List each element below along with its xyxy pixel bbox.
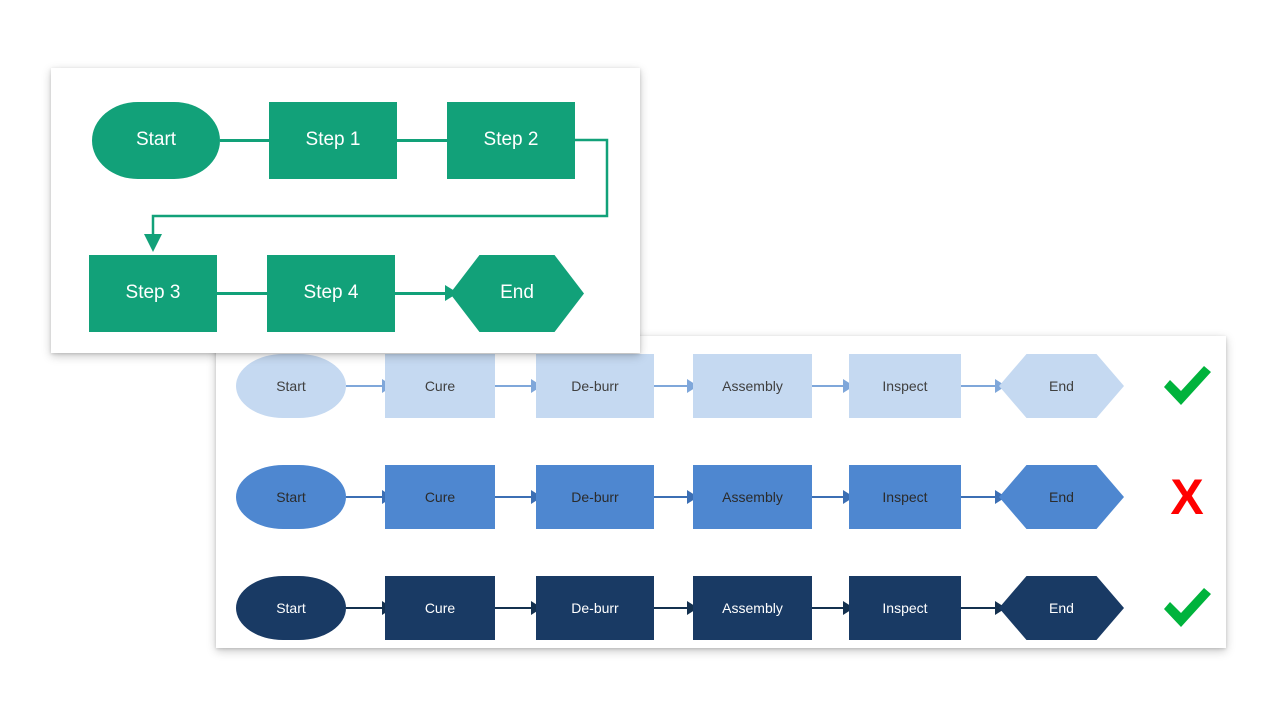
status-badge-check-row1 xyxy=(1152,354,1222,418)
node-start-medium[interactable]: Start xyxy=(236,465,346,529)
node-label: End xyxy=(1049,378,1074,394)
node-assembly-medium[interactable]: Assembly xyxy=(693,465,812,529)
node-label: Start xyxy=(276,378,306,394)
node-label: End xyxy=(1049,489,1074,505)
connector-line xyxy=(961,607,997,609)
connector-line xyxy=(654,385,689,387)
node-step2-green[interactable]: Step 2 xyxy=(447,102,575,179)
node-label: Start xyxy=(276,600,306,616)
node-label: Start xyxy=(135,129,177,151)
node-cure-dark[interactable]: Cure xyxy=(385,576,495,640)
connector-arrowhead xyxy=(687,601,698,615)
node-label: Assembly xyxy=(722,378,783,394)
node-label: De-burr xyxy=(571,378,619,394)
connector-line xyxy=(812,496,845,498)
node-label: Cure xyxy=(424,600,456,616)
node-cure-medium[interactable]: Cure xyxy=(385,465,495,529)
node-label: Inspect xyxy=(882,378,928,394)
node-label: Cure xyxy=(424,489,456,505)
node-label: Step 4 xyxy=(303,282,359,304)
connector-line xyxy=(346,607,384,609)
connector-line-start-step1 xyxy=(220,139,272,142)
status-badge-check-row3 xyxy=(1152,576,1222,640)
node-end-light[interactable]: End xyxy=(999,354,1124,418)
node-start-light[interactable]: Start xyxy=(236,354,346,418)
node-label: De-burr xyxy=(571,600,619,616)
process-variants-card: Start Cure De-burr Assembly Inspect xyxy=(216,336,1226,648)
connector-line xyxy=(654,607,689,609)
node-step1-green[interactable]: Step 1 xyxy=(269,102,397,179)
node-end-dark[interactable]: End xyxy=(999,576,1124,640)
connector-arrowhead xyxy=(843,601,854,615)
connector-line-step1-step2 xyxy=(397,139,449,142)
connector-line xyxy=(961,385,997,387)
node-assembly-light[interactable]: Assembly xyxy=(693,354,812,418)
connector-arrowhead xyxy=(687,490,698,504)
node-end-green[interactable]: End xyxy=(450,255,584,332)
node-label: Step 2 xyxy=(483,129,539,151)
node-deburr-medium[interactable]: De-burr xyxy=(536,465,654,529)
connector-line xyxy=(654,496,689,498)
node-label: Cure xyxy=(424,378,456,394)
node-label: Inspect xyxy=(882,600,928,616)
connector-line xyxy=(346,385,384,387)
connector-elbow-step2-step3 xyxy=(144,138,609,252)
check-icon xyxy=(1164,588,1211,627)
node-label: Assembly xyxy=(722,489,783,505)
node-label: Assembly xyxy=(722,600,783,616)
connector-arrowhead xyxy=(687,379,698,393)
connector-line-step3-step4 xyxy=(217,292,269,295)
node-label: De-burr xyxy=(571,489,619,505)
node-label: End xyxy=(1049,600,1074,616)
node-deburr-dark[interactable]: De-burr xyxy=(536,576,654,640)
node-label: End xyxy=(500,282,534,304)
node-label: Start xyxy=(276,489,306,505)
connector-line xyxy=(495,385,533,387)
node-cure-light[interactable]: Cure xyxy=(385,354,495,418)
node-start-dark[interactable]: Start xyxy=(236,576,346,640)
status-badge-cross-row2: X xyxy=(1152,465,1222,529)
node-start-green[interactable]: Start xyxy=(92,102,220,179)
node-inspect-light[interactable]: Inspect xyxy=(849,354,961,418)
node-step3-green[interactable]: Step 3 xyxy=(89,255,217,332)
node-label: Inspect xyxy=(882,489,928,505)
connector-line xyxy=(812,607,845,609)
node-inspect-dark[interactable]: Inspect xyxy=(849,576,961,640)
node-label: Step 3 xyxy=(125,282,181,304)
node-step4-green[interactable]: Step 4 xyxy=(267,255,395,332)
sample-flowchart-card: Start Step 1 Step 2 Step 3 Step 4 En xyxy=(51,68,640,353)
connector-line xyxy=(961,496,997,498)
connector-arrowhead xyxy=(843,490,854,504)
connector-arrowhead xyxy=(843,379,854,393)
cross-icon: X xyxy=(1170,469,1204,525)
node-end-medium[interactable]: End xyxy=(999,465,1124,529)
node-deburr-light[interactable]: De-burr xyxy=(536,354,654,418)
node-assembly-dark[interactable]: Assembly xyxy=(693,576,812,640)
connector-line xyxy=(346,496,384,498)
connector-line-step4-end xyxy=(395,292,447,295)
node-label: Step 1 xyxy=(305,129,361,151)
connector-line xyxy=(495,607,533,609)
connector-line xyxy=(495,496,533,498)
check-icon xyxy=(1164,366,1211,405)
connector-line xyxy=(812,385,845,387)
node-inspect-medium[interactable]: Inspect xyxy=(849,465,961,529)
